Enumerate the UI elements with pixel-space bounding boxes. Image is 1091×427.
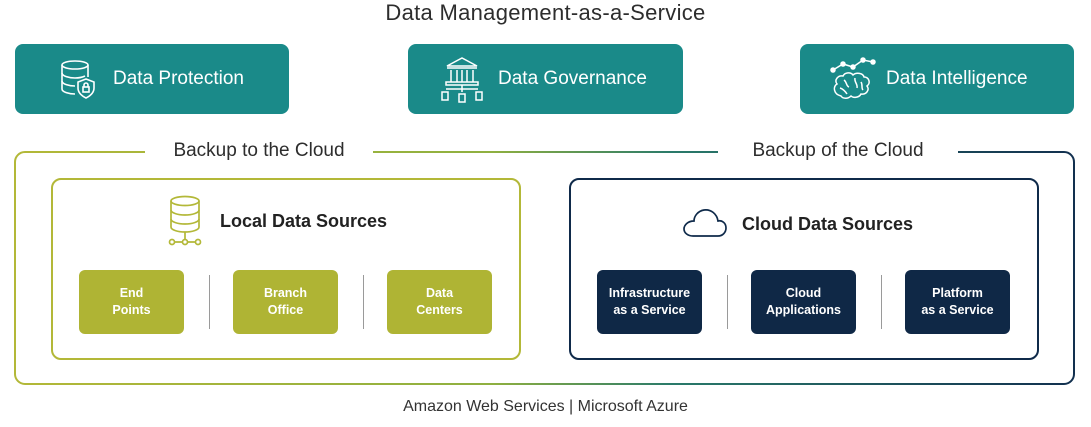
backup-of-cloud-label: Backup of the Cloud: [718, 139, 958, 163]
cloud-data-sources-box: [569, 178, 1039, 360]
brain-chart-icon: [822, 49, 882, 109]
backup-to-cloud-label: Backup to the Cloud: [145, 139, 373, 163]
local-data-sources-box: [51, 178, 521, 360]
footer-providers: Amazon Web Services | Microsoft Azure: [403, 398, 688, 415]
diagram-title: Data Management-as-a-Service: [385, 0, 706, 25]
divider: [727, 275, 728, 329]
database-network-icon: [166, 194, 204, 255]
tile-end-points: End Points: [79, 270, 184, 334]
service-data-intelligence: Data Intelligence: [800, 44, 1074, 114]
service-label: Data Intelligence: [886, 68, 1028, 89]
local-data-sources-title: Local Data Sources: [220, 211, 388, 231]
tile-data-centers: Data Centers: [387, 270, 492, 334]
divider: [363, 275, 364, 329]
government-building-icon: [432, 49, 492, 109]
divider: [209, 275, 210, 329]
service-data-protection: Data Protection: [15, 44, 289, 114]
service-label: Data Protection: [113, 68, 244, 89]
cloud-icon: [682, 205, 728, 244]
tile-cloud-applications: Cloud Applications: [751, 270, 856, 334]
tile-branch-office: Branch Office: [233, 270, 338, 334]
service-label: Data Governance: [498, 68, 647, 89]
database-shield-icon: [49, 49, 109, 109]
tile-platform-as-a-service: Platform as a Service: [905, 270, 1010, 334]
divider: [881, 275, 882, 329]
service-data-governance: Data Governance: [408, 44, 683, 114]
cloud-data-sources-title: Cloud Data Sources: [742, 214, 914, 234]
tile-infrastructure-as-a-service: Infrastructure as a Service: [597, 270, 702, 334]
